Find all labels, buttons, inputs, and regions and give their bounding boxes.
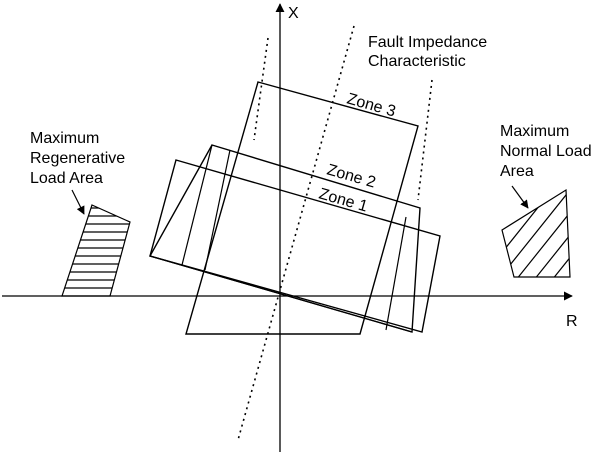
normal-arrow [511, 185, 529, 209]
zone-inner-edge-left2 [204, 149, 231, 271]
normal-label-line2: Normal Load [500, 143, 592, 160]
zone-3-boundary [185, 81, 419, 335]
regen-label-line2: Regenerative [30, 150, 125, 167]
regen-label-line1: Maximum [30, 130, 99, 147]
zone-3-label: Zone 3 [345, 91, 398, 121]
zone-inner-edge-right [385, 216, 407, 331]
r-axis-label: R [566, 313, 578, 330]
normal-label-line3: Area [500, 163, 534, 180]
normal-load-area [501, 188, 571, 278]
regen-arrow [71, 189, 85, 215]
left-dotted-line [253, 37, 269, 141]
regen-label-line3: Load Area [30, 170, 103, 187]
normal-label-line1: Maximum [500, 123, 569, 140]
x-axis-label: X [288, 5, 299, 22]
fault-impedance-line [237, 25, 355, 441]
regen-load-area [61, 204, 131, 297]
zone-base-line [149, 255, 413, 333]
zone-2-boundary [148, 144, 421, 333]
zone-1-boundary [149, 159, 441, 333]
fault-label-line2: Characteristic [368, 53, 466, 70]
right-dotted-line [417, 79, 433, 201]
fault-label-line1: Fault Impedance [368, 34, 487, 51]
zone-inner-edge-left [181, 144, 213, 266]
